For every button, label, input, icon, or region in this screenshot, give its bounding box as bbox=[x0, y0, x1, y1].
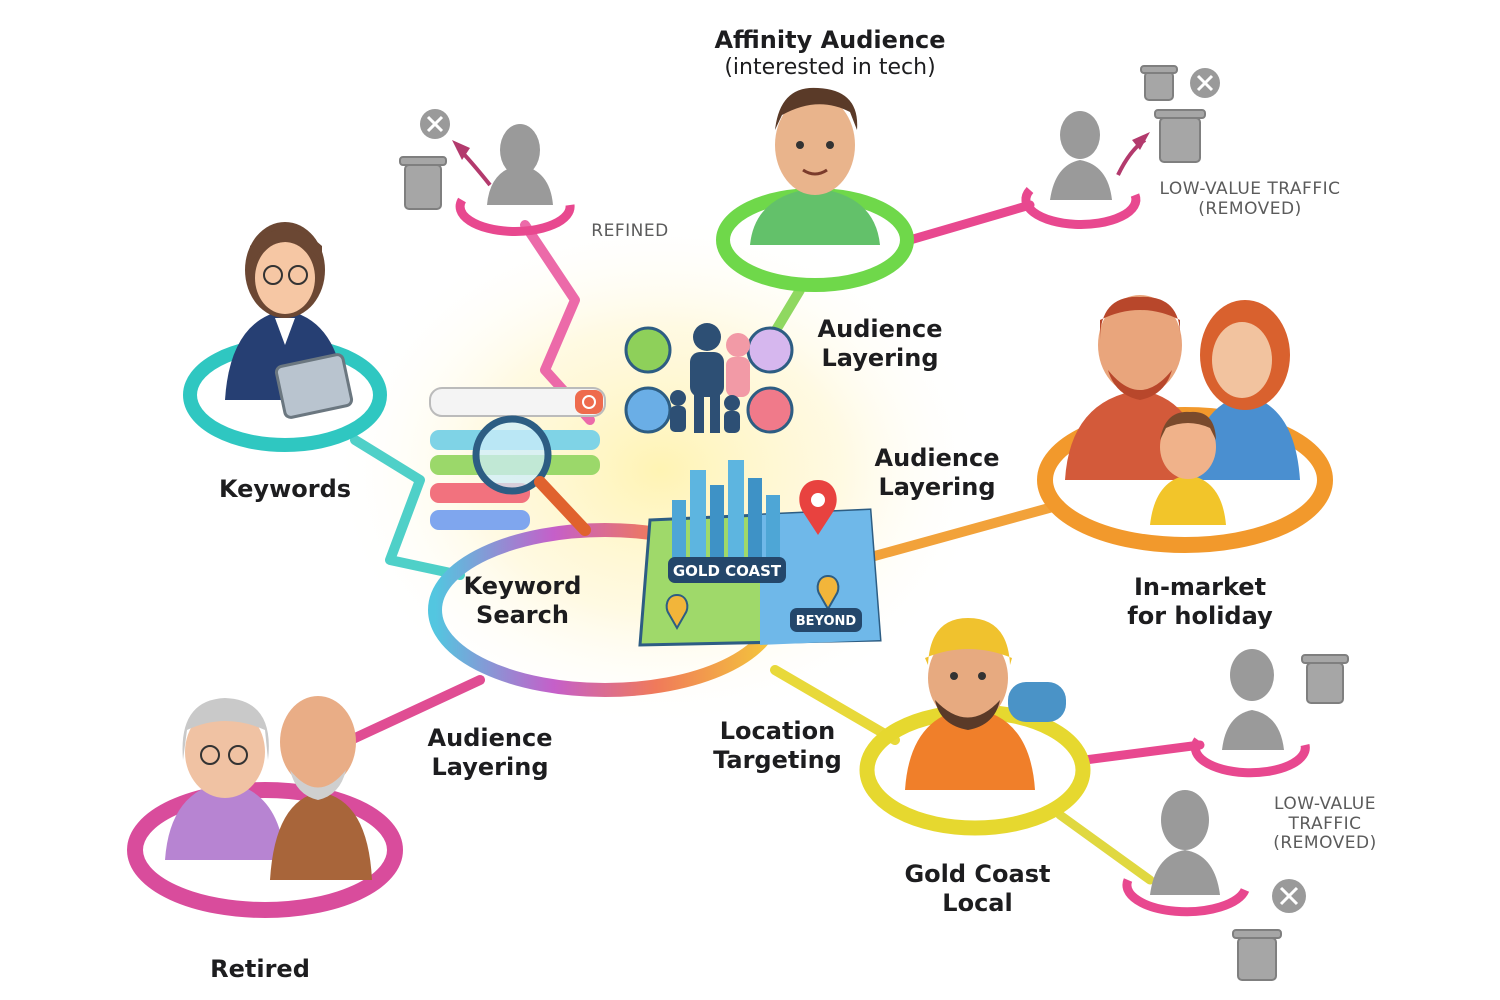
audience-layering-right-label: Audience Layering bbox=[874, 444, 1000, 501]
connector-retired bbox=[335, 675, 485, 750]
close-icon bbox=[420, 109, 450, 139]
retired-node bbox=[127, 696, 403, 918]
trash-icon bbox=[1232, 929, 1282, 981]
connector-local-removed-top bbox=[1080, 740, 1205, 765]
close-icon bbox=[1272, 879, 1306, 913]
connector-location bbox=[770, 665, 900, 745]
trash-icon bbox=[1154, 109, 1206, 163]
affinity-node bbox=[716, 87, 914, 292]
removed-affinity-node bbox=[1021, 111, 1150, 229]
retired-label: Retired bbox=[210, 955, 310, 983]
connector-keywords bbox=[350, 435, 465, 580]
removed-local-top-node bbox=[1190, 649, 1310, 778]
trash-icon bbox=[399, 156, 447, 210]
map-label-gold-coast: GOLD COAST bbox=[673, 562, 782, 580]
location-targeting-label: Location Targeting bbox=[713, 717, 842, 774]
audience-cluster-icon bbox=[624, 323, 794, 434]
connector-local-removed-bottom bbox=[1055, 810, 1155, 885]
removed-local-bottom-node bbox=[1122, 790, 1250, 917]
keywords-label: Keywords bbox=[218, 475, 352, 503]
trash-icon bbox=[1140, 65, 1178, 101]
low-value-traffic-bottom-label: LOW-VALUE TRAFFIC (REMOVED) bbox=[1273, 794, 1377, 854]
keywords-node bbox=[183, 222, 387, 452]
removed-refined-node bbox=[452, 124, 575, 236]
close-icon bbox=[1190, 68, 1220, 98]
trash-icon bbox=[1301, 654, 1349, 704]
connector-in-market bbox=[855, 500, 1065, 565]
audience-layering-top-label: Audience Layering bbox=[817, 315, 943, 372]
gold-coast-map-icon bbox=[638, 460, 882, 647]
in-market-label: In-market for holiday bbox=[1127, 573, 1273, 630]
audience-layering-left-label: Audience Layering bbox=[427, 724, 553, 781]
affinity-subtitle: (interested in tech) bbox=[724, 55, 936, 80]
keyword-search-label: Keyword Search bbox=[463, 572, 582, 629]
map-label-beyond: BEYOND bbox=[796, 614, 857, 629]
connector-affinity-removed bbox=[905, 200, 1035, 245]
low-value-traffic-top-label: LOW-VALUE TRAFFIC (REMOVED) bbox=[1159, 179, 1341, 219]
gold-coast-local-node bbox=[859, 618, 1091, 836]
in-market-node bbox=[1037, 295, 1333, 553]
gold-coast-local-label: Gold Coast Local bbox=[904, 860, 1051, 917]
affinity-title: Affinity Audience bbox=[714, 26, 946, 54]
keyword-search-icon bbox=[429, 387, 606, 536]
refined-label: REFINED bbox=[591, 221, 669, 241]
